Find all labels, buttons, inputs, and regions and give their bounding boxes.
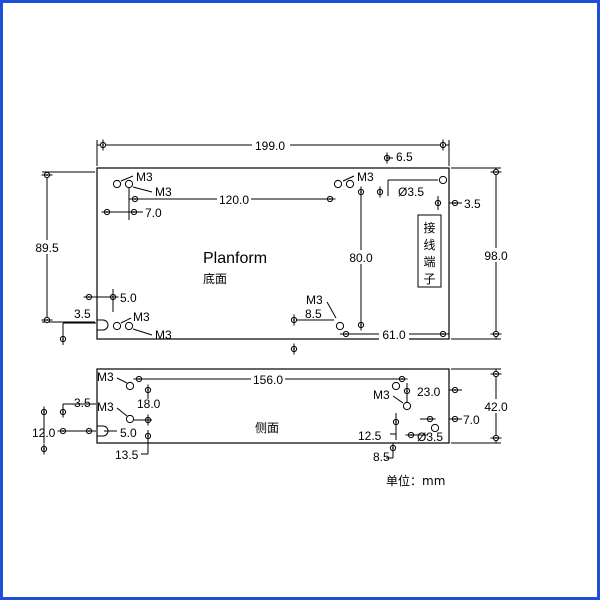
m3-label: M3 <box>155 185 172 199</box>
planform-title: Planform <box>203 250 267 267</box>
side-view: 156.0 M3 18.0 M3 3.5 12.0 5.0 13.5 <box>32 368 510 464</box>
dim-offset-3-5-right: 3.5 <box>464 197 481 211</box>
terminal-char: 端 <box>423 255 435 269</box>
dim-offset-3-5-left: 3.5 <box>74 307 91 321</box>
m3-label: M3 <box>373 388 390 402</box>
dim-offset-61-0: 61.0 <box>382 328 406 342</box>
m3-hole <box>335 321 345 331</box>
mounting-slot <box>97 319 109 331</box>
m3-hole <box>402 401 412 411</box>
dim-hole-span-y: 80.0 <box>349 251 373 265</box>
terminal-char: 线 <box>423 238 435 252</box>
side-subtitle: 侧面 <box>255 421 279 435</box>
m3-label: M3 <box>306 293 323 307</box>
dim-side-offset-3-5: 3.5 <box>74 396 91 410</box>
dim-offset-23-0: 23.0 <box>417 385 441 399</box>
m3-hole <box>112 179 122 189</box>
dim-side-offset-7-0: 7.0 <box>463 413 480 427</box>
dim-offset-18-0: 18.0 <box>137 397 161 411</box>
m3-label: M3 <box>97 400 114 414</box>
dim-width: 199.0 <box>255 139 285 153</box>
m3-hole <box>112 321 122 331</box>
dim-side-offset-13-5: 13.5 <box>115 448 139 462</box>
dim-side-offset-5-0: 5.0 <box>120 426 137 440</box>
dim-side-hole-dia: Ø3.5 <box>417 430 443 444</box>
m3-hole <box>333 179 343 189</box>
dim-hole-dia: Ø3.5 <box>398 185 424 199</box>
m3-label: M3 <box>155 328 172 342</box>
planform-subtitle: 底面 <box>203 271 227 286</box>
planform-outline <box>96 167 450 340</box>
dim-side-offset-8-5: 8.5 <box>373 450 390 464</box>
planform-view: 199.0 89.5 98.0 M3 M3 120.0 <box>34 138 510 355</box>
m3-hole <box>391 381 401 391</box>
side-outline <box>96 368 450 444</box>
terminal-char: 接 <box>423 220 435 235</box>
m3-hole <box>125 414 135 424</box>
dim-offset-5-0: 5.0 <box>120 291 137 305</box>
m3-label: M3 <box>357 170 374 184</box>
dim-offset-7-0: 7.0 <box>145 206 162 220</box>
dim-offset-12-5: 12.5 <box>358 429 382 443</box>
m3-hole <box>124 321 134 331</box>
terminal-block <box>417 214 442 288</box>
m3-label: M3 <box>133 310 150 324</box>
terminal-char: 子 <box>423 272 435 286</box>
terminal-hole <box>438 175 448 185</box>
m3-hole <box>125 381 135 391</box>
m3-hole <box>345 179 355 189</box>
unit-label: 单位：mm <box>386 473 445 488</box>
dim-offset-6-5: 6.5 <box>396 150 413 164</box>
dim-side-height: 42.0 <box>484 400 508 414</box>
dim-height-right: 98.0 <box>484 249 508 263</box>
dim-side-offset-12-0: 12.0 <box>32 426 56 440</box>
terminal-hole <box>430 423 440 433</box>
dim-height-left: 89.5 <box>35 241 59 255</box>
dim-offset-8-5: 8.5 <box>305 307 322 321</box>
dim-side-hole-span: 156.0 <box>253 373 283 387</box>
m3-label: M3 <box>97 370 114 384</box>
dim-hole-span-x: 120.0 <box>219 193 249 207</box>
m3-hole <box>124 179 134 189</box>
m3-label: M3 <box>136 170 153 184</box>
